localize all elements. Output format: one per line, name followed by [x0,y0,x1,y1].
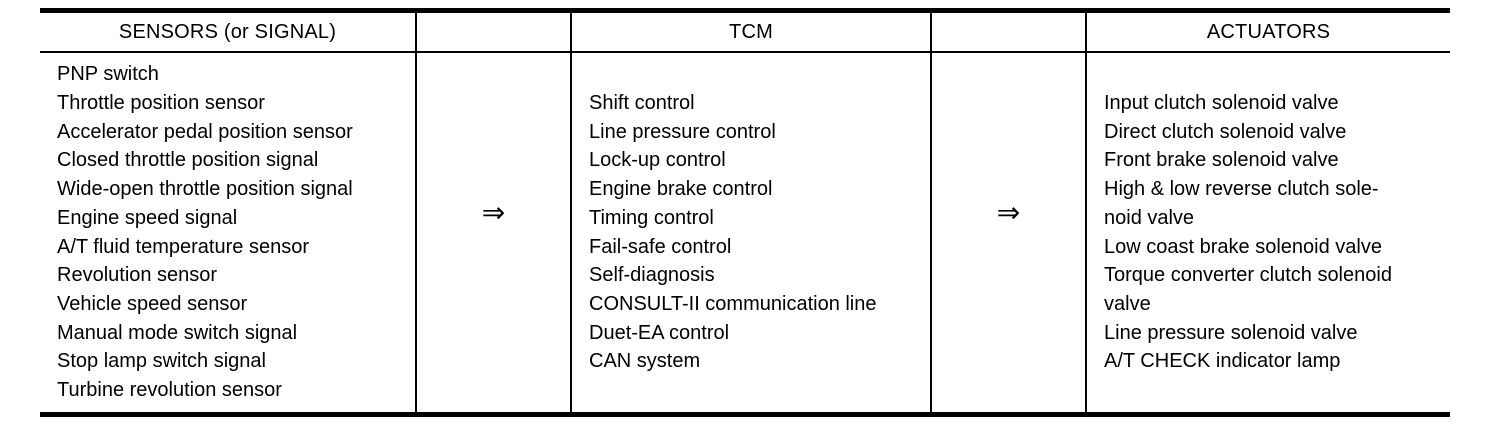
list-item: Line pressure solenoid valve [1104,321,1358,344]
double-arrow-right-icon: ⇒ [996,195,1021,229]
list-item: Accelerator pedal position sensor [57,120,353,143]
list-item: Duet-EA control [589,321,730,344]
list-item: Engine brake control [589,178,773,201]
sensors-column: SENSORS (or SIGNAL) PNP switch Throttle … [40,13,417,412]
arrow-column-header-empty [932,13,1085,53]
list-item: Vehicle speed sensor [57,292,248,315]
list-item: CONSULT-II communication line [589,292,877,315]
arrow-cell: ⇒ [932,53,1085,412]
actuators-column-header: ACTUATORS [1087,13,1450,53]
sensors-list: PNP switch Throttle position sensor Acce… [40,53,415,412]
sensors-tcm-actuators-table: SENSORS (or SIGNAL) PNP switch Throttle … [40,8,1450,417]
list-item: Closed throttle position signal [57,149,319,172]
list-item: A/T fluid temperature sensor [57,235,309,258]
list-item: Timing control [589,206,714,229]
list-item: Wide-open throttle position signal [57,178,353,201]
list-item: Front brake solenoid valve [1104,149,1339,172]
arrow-cell: ⇒ [417,53,570,412]
list-item: PNP switch [57,63,159,86]
actuators-column: ACTUATORS Input clutch solenoid valve Di… [1087,13,1450,412]
tcm-column: TCM Shift control Line pressure control … [572,13,932,412]
list-item: Low coast brake solenoid valve [1104,235,1382,258]
list-item: Line pressure control [589,120,776,143]
tcm-list: Shift control Line pressure control Lock… [572,53,930,412]
double-arrow-right-icon: ⇒ [481,195,506,229]
tcm-to-actuators-arrow-column: ⇒ [932,13,1087,412]
list-item: Fail-safe control [589,235,732,258]
list-item: CAN system [589,350,701,373]
list-item: Revolution sensor [57,264,218,287]
list-item: Turbine revolution sensor [57,379,282,402]
list-item: Torque converter clutch solenoid valve [1104,264,1392,315]
list-item: A/T CHECK indicator lamp [1104,350,1341,373]
list-item: Manual mode switch signal [57,321,298,344]
list-item: Self-diagnosis [589,264,715,287]
arrow-column-header-empty [417,13,570,53]
list-item: Shift control [589,91,695,114]
list-item: High & low reverse clutch sole- noid val… [1104,178,1379,229]
list-item: Input clutch solenoid valve [1104,91,1339,114]
list-item: Direct clutch solenoid valve [1104,120,1347,143]
sensors-to-tcm-arrow-column: ⇒ [417,13,572,412]
list-item: Engine speed signal [57,206,238,229]
actuators-list: Input clutch solenoid valve Direct clutc… [1087,53,1450,412]
sensors-column-header: SENSORS (or SIGNAL) [40,13,415,53]
tcm-column-header: TCM [572,13,930,53]
list-item: Lock-up control [589,149,726,172]
list-item: Stop lamp switch signal [57,350,266,373]
list-item: Throttle position sensor [57,91,265,114]
